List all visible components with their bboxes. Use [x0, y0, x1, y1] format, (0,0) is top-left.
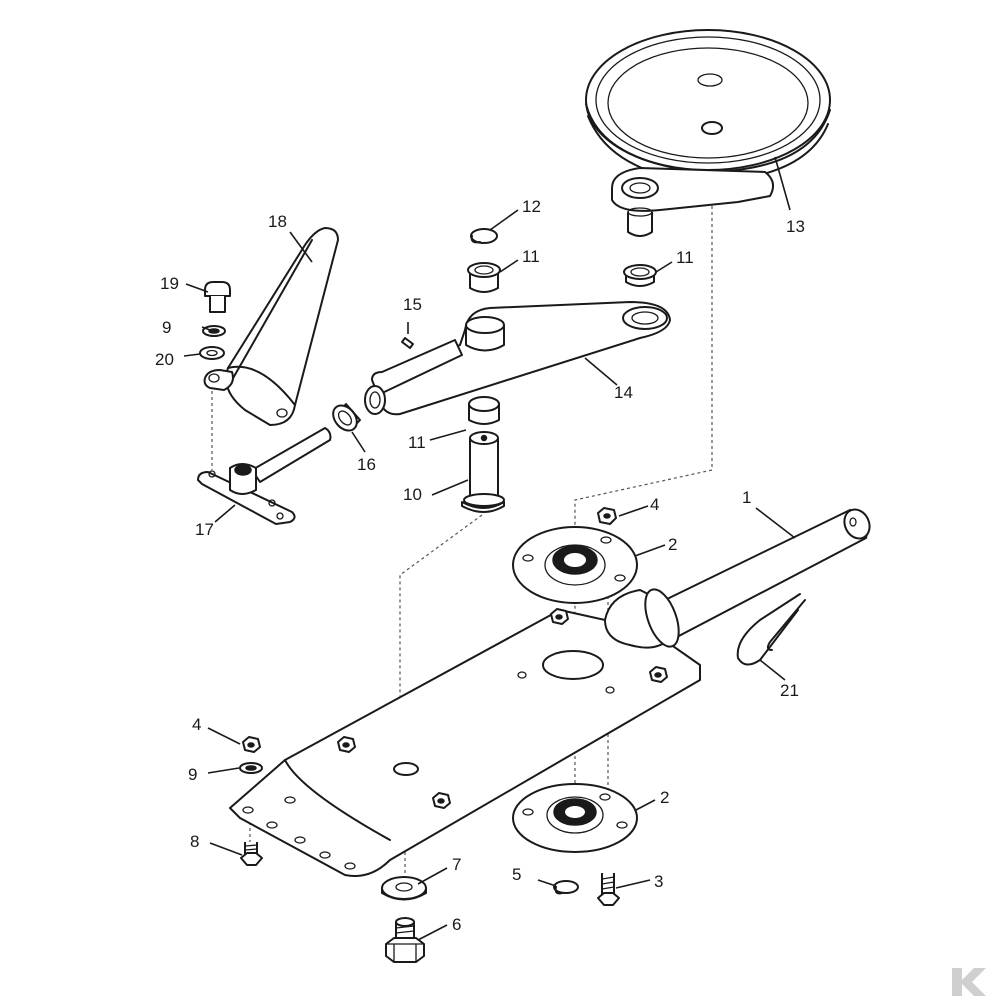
- bolt-part-8: [240, 842, 263, 866]
- nut-part-4-lower: [242, 736, 261, 753]
- bushing-part-11-upper: [467, 262, 501, 293]
- label-part-4-upper: 4: [650, 495, 659, 514]
- lock-washer-part-9-upper: [202, 325, 226, 337]
- label-part-13: 13: [786, 217, 805, 236]
- label-part-17: 17: [195, 520, 214, 539]
- r-clip-part-21: [736, 593, 806, 666]
- label-part-8: 8: [190, 832, 199, 851]
- brand-logo-mark: [952, 968, 986, 996]
- frame-nut-1: [550, 608, 569, 625]
- washer-part-20: [199, 346, 225, 360]
- label-part-7: 7: [452, 855, 461, 874]
- label-part-2-lower: 2: [660, 788, 669, 807]
- bolt-part-19: [204, 281, 231, 313]
- bushing-part-11-lower: [468, 396, 500, 425]
- label-part-11-upper: 11: [522, 247, 540, 266]
- frame-nut-2: [649, 666, 668, 683]
- label-part-20: 20: [155, 350, 174, 369]
- label-part-6: 6: [452, 915, 461, 934]
- lock-washer-part-9-lower: [239, 762, 263, 774]
- sleeve-part-16: [332, 403, 361, 432]
- rocker-arm-part-14: [364, 301, 671, 416]
- label-part-19: 19: [160, 274, 179, 293]
- part-labels: 1 2 2 3 4 4 5 6 7 8 9 9 10 11 11 11 12 1…: [155, 197, 805, 934]
- label-part-15: 15: [403, 295, 422, 314]
- pulley-part-13: [585, 29, 831, 237]
- washer-part-7: [381, 876, 427, 901]
- bearing-flange-part-2-upper: [512, 526, 638, 604]
- nut-part-4-upper: [597, 507, 617, 525]
- frame-nut-4: [432, 792, 451, 809]
- label-part-2-upper: 2: [668, 535, 677, 554]
- frame-nut-3: [337, 736, 356, 753]
- label-part-12: 12: [522, 197, 541, 216]
- circlip-part-5: [553, 880, 579, 895]
- label-part-18: 18: [268, 212, 287, 231]
- label-part-10: 10: [403, 485, 422, 504]
- label-part-4-lower: 4: [192, 715, 201, 734]
- label-part-5: 5: [512, 865, 521, 884]
- pivot-pin-part-10: [461, 431, 505, 513]
- bushing-part-11-right: [623, 264, 657, 287]
- frame-plate: [229, 609, 701, 877]
- label-part-11-lower: 11: [408, 433, 426, 452]
- label-part-16: 16: [357, 455, 376, 474]
- leader-lines: [183, 156, 796, 941]
- bolt-part-6: [385, 917, 425, 963]
- mount-plate-part-17: [197, 427, 332, 525]
- label-part-14: 14: [614, 383, 633, 402]
- bearing-flange-part-2-lower: [512, 783, 638, 853]
- label-part-9-upper: 9: [162, 318, 171, 337]
- label-part-11-right: 11: [676, 248, 694, 267]
- bolt-part-3: [597, 873, 620, 906]
- set-screw-part-15: [401, 337, 414, 349]
- label-part-9-lower: 9: [188, 765, 197, 784]
- label-part-21: 21: [780, 681, 799, 700]
- shaft-part-1: [604, 508, 871, 649]
- label-part-3: 3: [654, 872, 663, 891]
- handle-part-18: [203, 227, 339, 426]
- circlip-part-12: [470, 228, 498, 244]
- label-part-1: 1: [742, 488, 751, 507]
